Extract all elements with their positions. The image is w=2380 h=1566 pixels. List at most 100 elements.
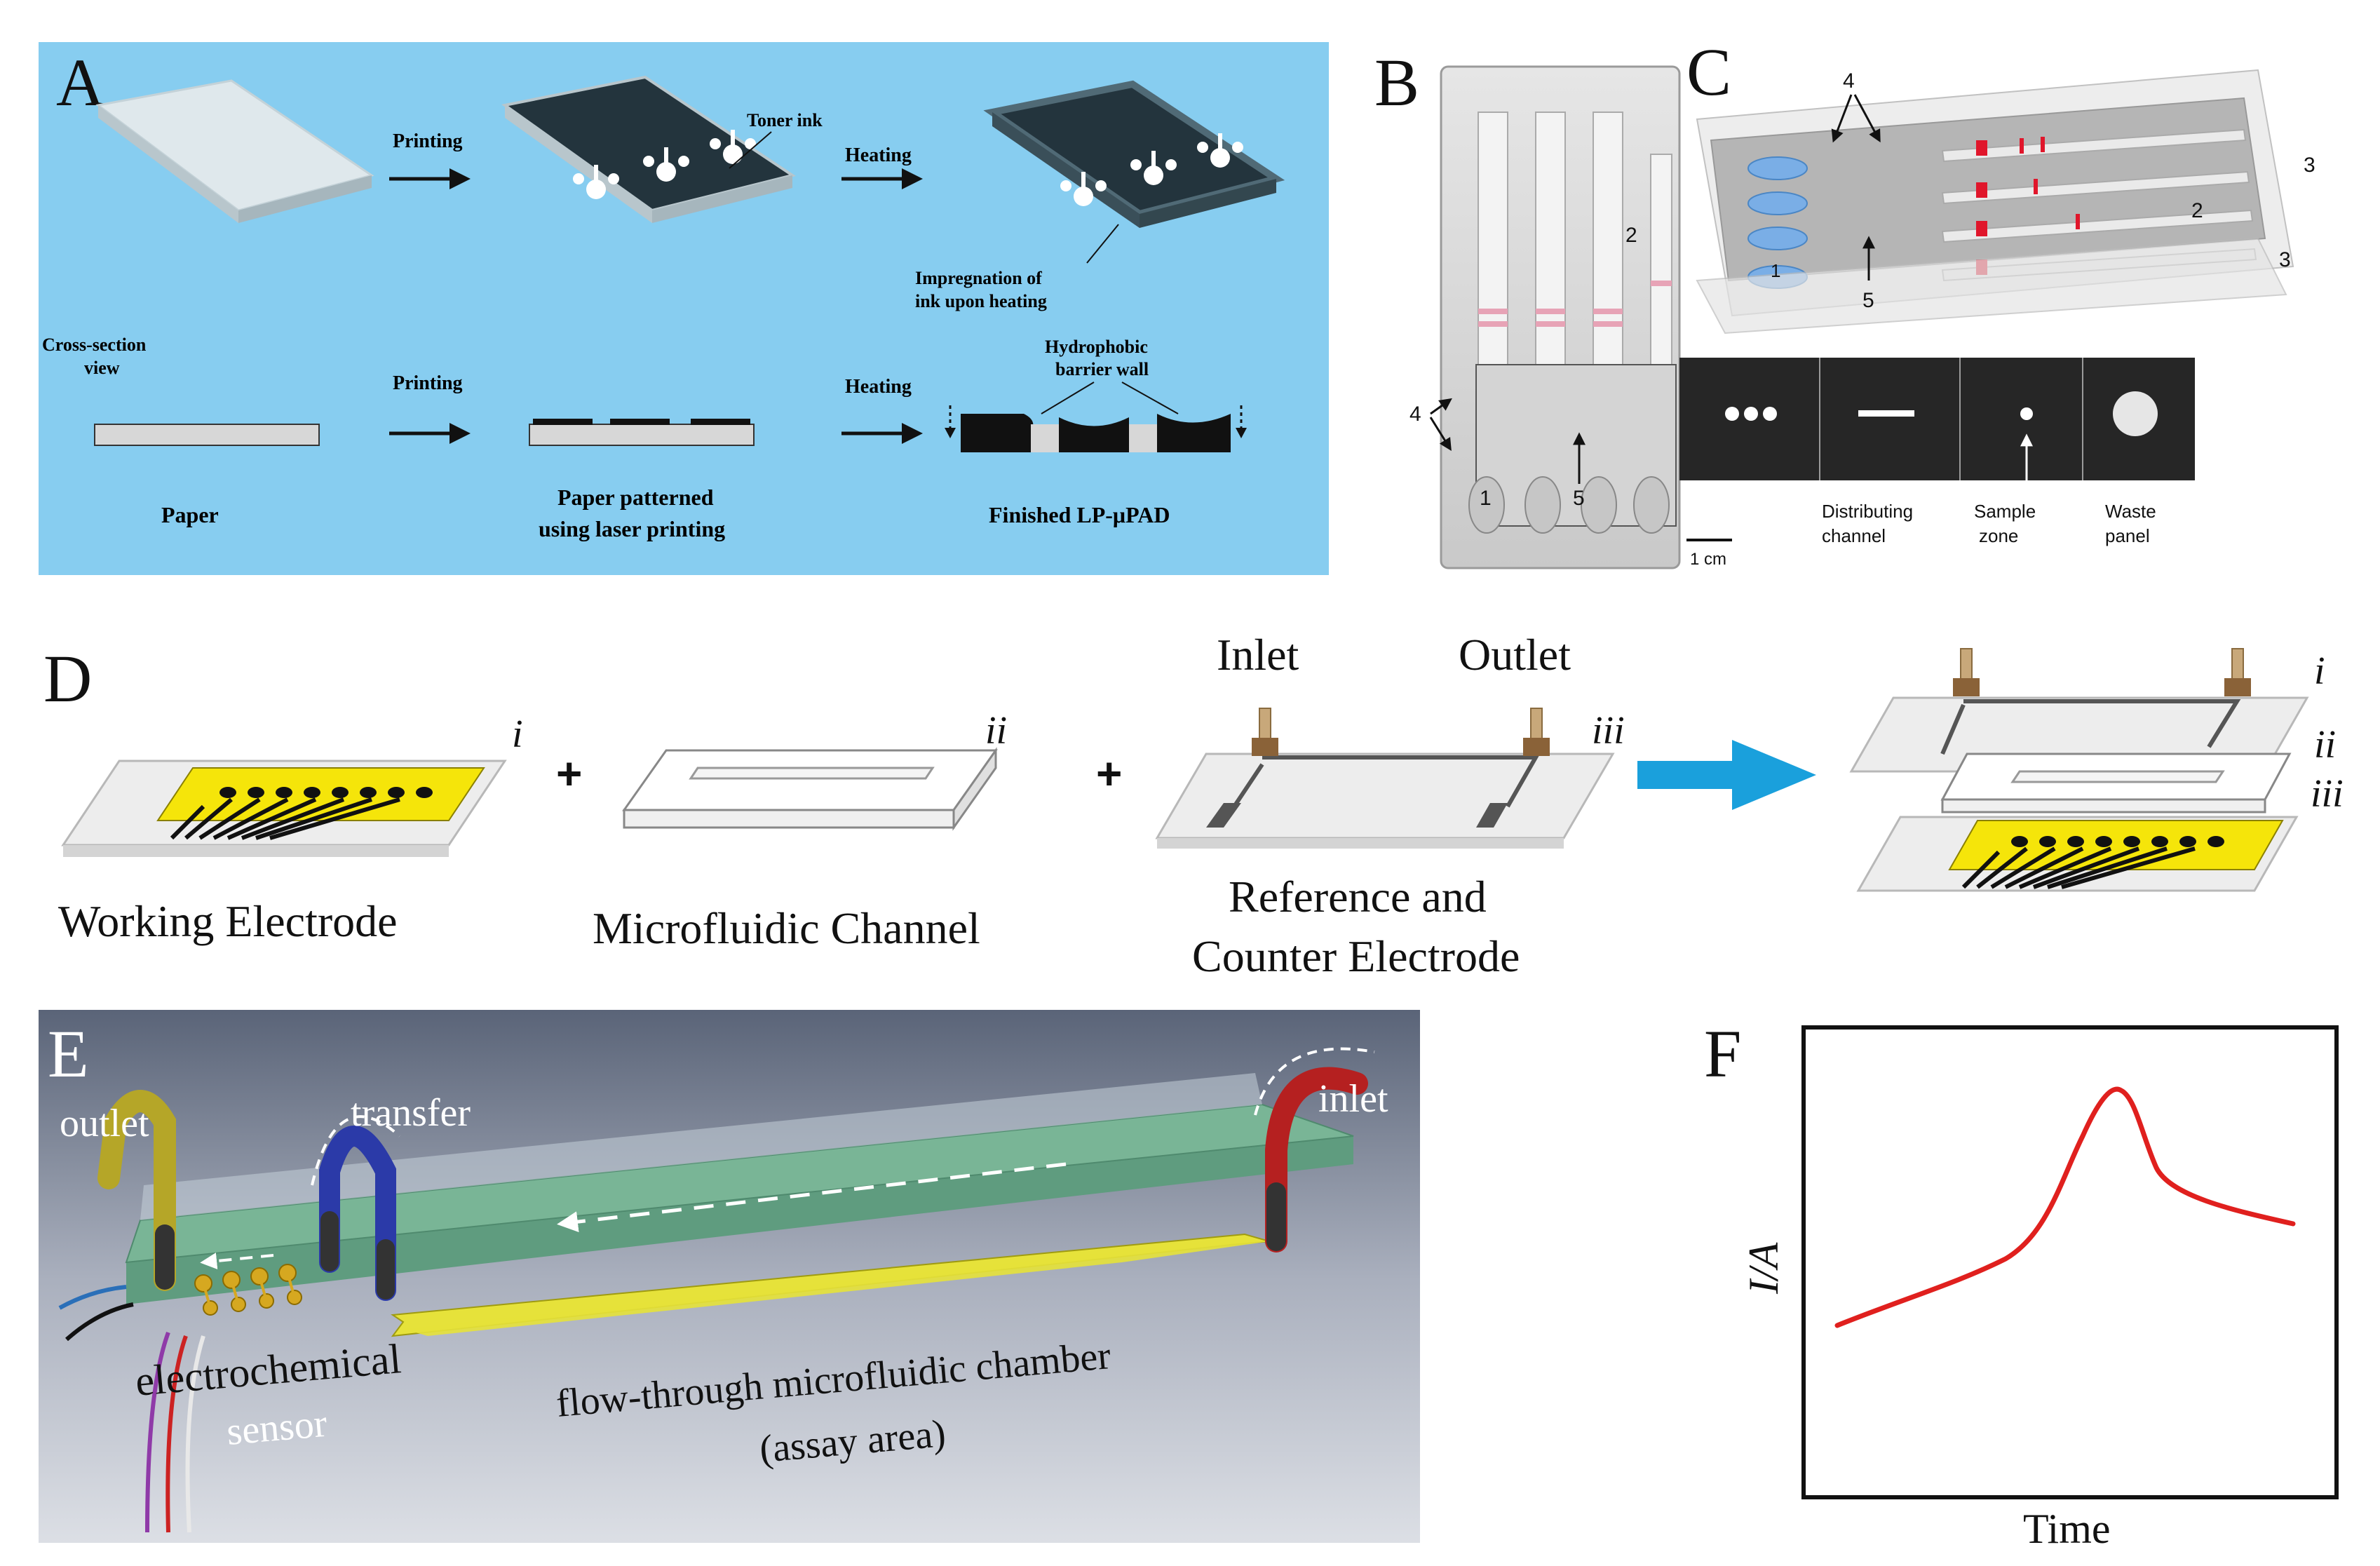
zone-waste-line2: panel (2105, 525, 2150, 546)
label-hydrophobic-line2: barrier wall (1055, 359, 1149, 379)
panel-d-letter: D (43, 641, 92, 716)
working-electrode-illustration (61, 760, 507, 857)
step-heating-top: Heating (845, 144, 912, 166)
roman-i-right: i (2314, 649, 2325, 693)
marker-c-2: 2 (2191, 199, 2203, 222)
printed-paper-illustration (501, 75, 796, 223)
marker-b-5: 5 (1573, 487, 1585, 510)
chip-body (125, 1073, 1354, 1304)
marker-b-4: 4 (1409, 403, 1421, 426)
assay-chamber (403, 1238, 1269, 1336)
scale-bar-label: 1 cm (1690, 550, 1726, 569)
inlet-arc (1254, 1047, 1375, 1116)
panel-b: B 1 2 4 5 1 cm (1374, 45, 1732, 569)
cross-section-patterned (529, 419, 755, 446)
roman-ii-right: ii (2314, 723, 2336, 767)
plus-2: + (1096, 748, 1122, 799)
label-outlet-d: Outlet (1459, 630, 1571, 680)
test-strips (1478, 112, 1672, 372)
label-impregnation-line2: ink upon heating (915, 291, 1047, 311)
panel-f-letter: F (1704, 1016, 1741, 1091)
label-inlet-d: Inlet (1217, 630, 1299, 680)
tubing-inlet (1265, 1067, 1368, 1253)
sensor-wires (58, 1285, 205, 1533)
caption-working-electrode: Working Electrode (58, 896, 398, 946)
electrode-dots (219, 787, 433, 798)
caption-patterned-line2: using laser printing (539, 516, 725, 541)
transfer-arc (311, 1115, 401, 1186)
tubing-transfer (319, 1126, 396, 1301)
cross-section-paper (94, 424, 320, 446)
caption-reference-line1: Reference and (1229, 872, 1487, 922)
caption-paper: Paper (161, 502, 219, 527)
label-cross-section-line1: Cross-section (42, 335, 147, 355)
label-impregnation-line1: Impregnation of (915, 268, 1042, 288)
current-trace (1834, 1086, 2296, 1328)
roman-ii-left: ii (985, 709, 1007, 752)
hydrophobic-pointer-right (1121, 382, 1179, 414)
caption-finished: Finished LP-μPAD (989, 502, 1170, 527)
step-printing-top: Printing (393, 130, 463, 152)
plot-frame (1801, 1025, 2339, 1499)
marker-c-4-arrow-left (1831, 94, 1853, 143)
label-outlet-e: outlet (60, 1102, 149, 1145)
zone-sample-line2: zone (1979, 525, 2018, 546)
flow-arrow (557, 1162, 1067, 1233)
zone-waste-line1: Waste (2105, 501, 2156, 522)
hydrophobic-pointer-left (1041, 382, 1095, 414)
zone-distributing-line1: Distributing (1822, 501, 1913, 522)
marker-c-5: 5 (1862, 289, 1874, 312)
sample-pads (1468, 476, 1670, 534)
marker-c-3-top: 3 (2304, 154, 2315, 177)
zone-distributing-line2: channel (1822, 525, 1886, 546)
plus-1: + (556, 748, 582, 799)
panel-f: F I/A Time (1704, 1016, 2339, 1552)
caption-reference-line2: Counter Electrode (1192, 931, 1520, 981)
marker-c-4: 4 (1843, 69, 1855, 93)
roman-iii-left: iii (1592, 709, 1625, 752)
reference-electrode-illustration (1155, 708, 1615, 849)
panel-e: E (39, 1010, 1420, 1543)
roman-iii-right: iii (2311, 772, 2344, 816)
marker-b-2: 2 (1625, 224, 1637, 247)
marker-c-1: 1 (1771, 260, 1780, 281)
marker-b-1: 1 (1480, 487, 1492, 510)
panel-c-letter: C (1686, 34, 1731, 109)
step-printing-bottom: Printing (393, 372, 463, 394)
marker-b-4-arrow-bottom (1429, 417, 1452, 452)
marker-c-3-bottom: 3 (2279, 248, 2291, 271)
label-toner-ink: Toner ink (747, 110, 823, 130)
panel-e-letter: E (48, 1016, 89, 1091)
panel-b-letter: B (1374, 45, 1419, 120)
label-cross-section-line2: view (84, 358, 120, 378)
flow-arrow-outlet (200, 1253, 274, 1270)
toner-ink-pointer (729, 131, 772, 169)
microfluidic-channel-illustration (622, 747, 998, 831)
roman-i-left: i (512, 713, 523, 756)
tubing-outlet (97, 1090, 176, 1291)
cross-section-finished (945, 405, 1247, 452)
axis-label-y: I/A (1740, 1242, 1787, 1295)
strip-photo-dividers (1819, 358, 2083, 480)
caption-patterned-line1: Paper patterned (557, 485, 714, 510)
strip-features (1725, 391, 2158, 436)
panel-a: A Printing Toner ink Heating (39, 42, 1329, 575)
assembly-arrow (1637, 740, 1816, 810)
printed-channel-pattern (573, 130, 756, 199)
label-hydrophobic-line1: Hydrophobic (1045, 337, 1148, 357)
panel-c: C (1679, 34, 2315, 546)
panel-a-letter: A (56, 45, 104, 120)
electrochemical-sensor (194, 1264, 302, 1316)
label-transfer-e: transfer (351, 1091, 471, 1135)
axis-label-x: Time (2023, 1506, 2111, 1552)
heated-channel-pattern (1060, 133, 1243, 206)
caption-microfluidic-channel: Microfluidic Channel (593, 903, 980, 953)
marker-b-4-arrow-top (1430, 398, 1452, 415)
impregnation-pointer (1086, 224, 1119, 264)
label-inlet-e: inlet (1318, 1077, 1388, 1121)
electrode-leads (170, 797, 400, 840)
zone-sample-line1: Sample (1974, 501, 2036, 522)
marker-c-4-arrow-right (1853, 94, 1881, 143)
exploded-layers (1696, 69, 2294, 335)
